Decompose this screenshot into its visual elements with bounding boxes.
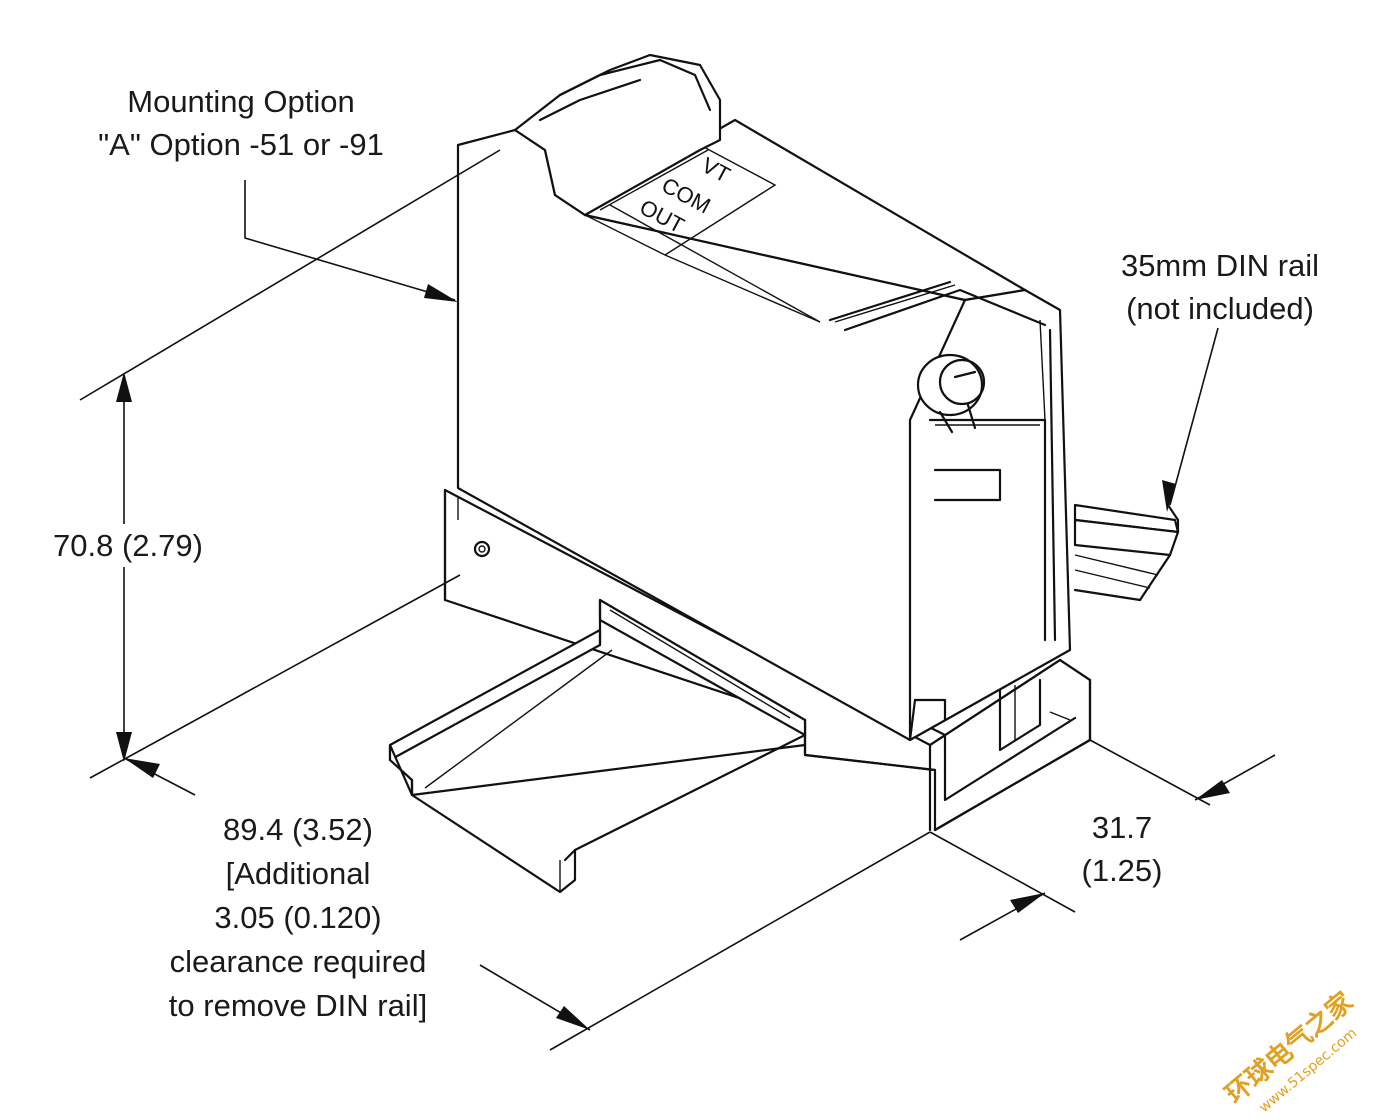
din-rail-label: 35mm DIN rail (not included) [1085, 244, 1355, 330]
din-rail-front [388, 598, 807, 894]
din-rail-line-1: 35mm DIN rail [1120, 248, 1320, 283]
depth-line-2: [Additional [225, 856, 371, 891]
depth-dimension [123, 757, 931, 1051]
depth-line-5: to remove DIN rail] [168, 988, 428, 1023]
din-rail-leader [1162, 327, 1219, 512]
height-dimension [79, 149, 501, 779]
height-dimension-label: 70.8 (2.79) [28, 524, 228, 567]
watermark: 环球电气之家 www.51spec.com [1219, 986, 1360, 1116]
width-line-1: 31.7 [1091, 810, 1153, 845]
mounting-option-line-1: Mounting Option [127, 84, 355, 119]
mounting-option-line-2: "A" Option -51 or -91 [98, 127, 384, 162]
depth-line-4: clearance required [169, 944, 427, 979]
width-dimension [929, 739, 1276, 941]
width-line-2: (1.25) [1081, 853, 1163, 888]
depth-dimension-label: 89.4 (3.52) [Additional 3.05 (0.120) cle… [128, 808, 468, 1028]
din-rail-line-2: (not included) [1126, 291, 1314, 326]
depth-line-1: 89.4 (3.52) [223, 812, 373, 847]
module-body: VT COM OUT [456, 53, 1072, 742]
depth-line-3: 3.05 (0.120) [214, 900, 382, 935]
mounting-option-label: Mounting Option "A" Option -51 or -91 [56, 80, 426, 166]
width-dimension-label: 31.7 (1.25) [1062, 806, 1182, 892]
din-rail-rear [1073, 503, 1180, 602]
mounting-option-leader [244, 180, 458, 302]
